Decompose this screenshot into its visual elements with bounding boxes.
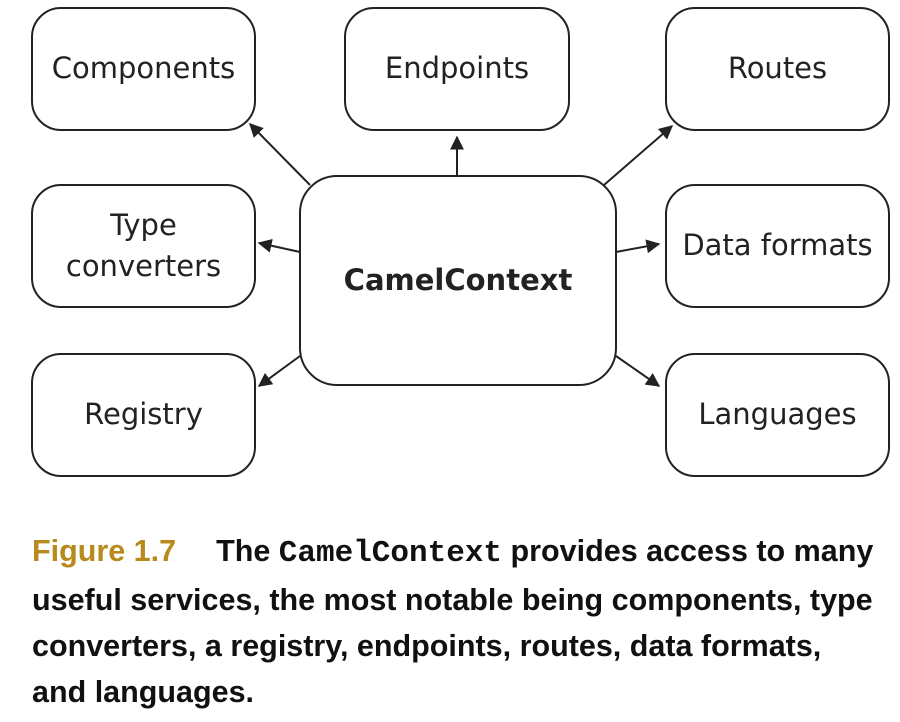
routes-box: Routes [665,7,890,131]
arrow-to-components [249,123,311,186]
components-box: Components [31,7,256,131]
connector-arrows [249,123,674,387]
camelcontext-box: CamelContext [299,175,617,386]
caption-text-after-code: provides access to many useful services,… [32,534,874,709]
arrow-to-registry [257,355,301,387]
figure-caption: Figure 1.7 The CamelContext provides acce… [32,528,882,715]
registry-label: Registry [84,397,203,432]
arrow-to-languages [615,355,661,387]
caption-code: CamelContext [278,536,503,571]
type-converters-box: Type converters [31,184,256,308]
type-converters-label-line2: converters [65,249,222,283]
components-label: Components [51,51,236,86]
figure-label: Figure 1.7 [32,534,177,568]
type-converters-label-line1: Type [110,207,177,242]
routes-label: Routes [727,51,828,86]
registry-box: Registry [31,353,256,477]
data-formats-box: Data formats [665,184,890,308]
arrow-to-routes [603,125,674,186]
caption-text-before-code: The [216,534,271,568]
arrow-to-type-converters [257,238,301,253]
camelcontext-diagram: Components Endpoints Routes Type convert… [31,7,890,477]
languages-label: Languages [698,397,857,432]
data-formats-label: Data formats [682,228,873,263]
arrow-to-data-formats [615,239,661,254]
type-converters-label: Type converters [66,205,221,287]
camelcontext-label: CamelContext [343,262,573,297]
endpoints-label: Endpoints [384,51,530,86]
languages-box: Languages [665,353,890,477]
endpoints-box: Endpoints [344,7,570,131]
